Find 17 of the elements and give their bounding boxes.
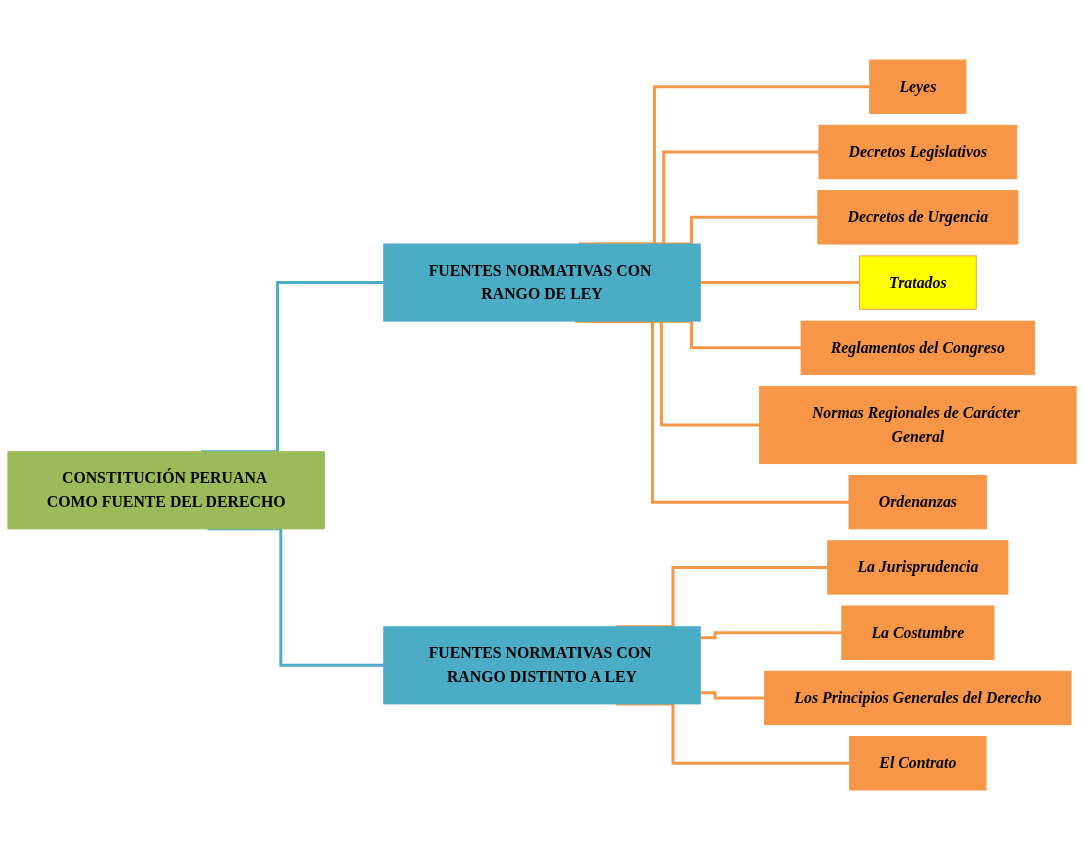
node-box: La Jurisprudencia	[827, 540, 1009, 595]
connector	[700, 631, 842, 640]
node-box: Decretos de Urgencia	[817, 190, 1019, 245]
node-box: FUENTES NORMATIVAS CON RANGO DISTINTO A LEY	[383, 626, 701, 705]
node-box: Reglamentos del Congreso	[800, 320, 1036, 376]
node-box: FUENTES NORMATIVAS CON RANGO DE LEY	[383, 243, 701, 322]
connector	[700, 281, 860, 285]
node-box: El Contrato	[849, 736, 987, 791]
connector	[700, 691, 765, 700]
node-box: Decretos Legislativos	[818, 124, 1018, 180]
node-box: Los Principios Generales del Derecho	[764, 670, 1072, 726]
node-box: Ordenanzas	[848, 474, 988, 530]
node-box: La Costumbre	[841, 605, 995, 660]
node-box: CONSTITUCIÓN PERUANA COMO FUENTE DEL DERECHO	[7, 451, 325, 530]
node-box: Tratados	[858, 255, 977, 310]
node-box: Normas Regionales de Carácter General	[759, 385, 1077, 465]
node-box: Leyes	[869, 59, 967, 114]
